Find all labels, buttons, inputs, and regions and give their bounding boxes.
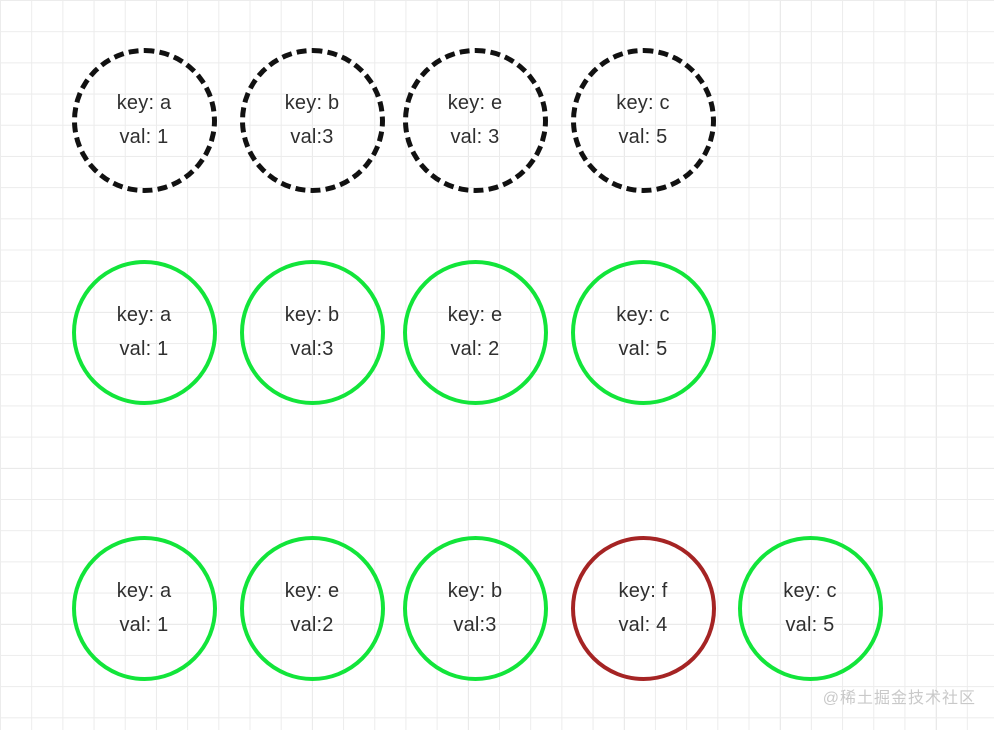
node-val-label: val: 4 bbox=[618, 614, 668, 636]
node-val-label: val:2 bbox=[290, 614, 334, 636]
node-val-label: val:3 bbox=[290, 338, 334, 360]
node-val-label: val: 1 bbox=[119, 126, 169, 148]
node-val-label: val: 1 bbox=[119, 614, 169, 636]
node-circle[interactable]: key: e val: 2 bbox=[402, 259, 548, 405]
node-key-label: key: b bbox=[284, 304, 340, 326]
node-key-label: key: f bbox=[618, 580, 668, 602]
node-val-label: val:3 bbox=[290, 126, 334, 148]
node-key-label: key: a bbox=[116, 92, 172, 114]
node-circle[interactable]: key: a val: 1 bbox=[71, 47, 217, 193]
node-val-label: val: 5 bbox=[618, 126, 668, 148]
node-circle[interactable]: key: c val: 5 bbox=[737, 535, 883, 681]
node-key-label: key: e bbox=[447, 92, 503, 114]
node-val-label: val: 1 bbox=[119, 338, 169, 360]
node-circle[interactable]: key: b val:3 bbox=[402, 535, 548, 681]
node-circle[interactable]: key: f val: 4 bbox=[570, 535, 716, 681]
node-circle[interactable]: key: b val:3 bbox=[239, 259, 385, 405]
node-val-label: val:3 bbox=[453, 614, 497, 636]
node-key-label: key: a bbox=[116, 580, 172, 602]
node-key-label: key: a bbox=[116, 304, 172, 326]
node-circle[interactable]: key: a val: 1 bbox=[71, 535, 217, 681]
node-circle[interactable]: key: c val: 5 bbox=[570, 259, 716, 405]
node-key-label: key: e bbox=[284, 580, 340, 602]
node-circle[interactable]: key: e val: 3 bbox=[402, 47, 548, 193]
node-key-label: key: c bbox=[616, 92, 670, 114]
node-key-label: key: b bbox=[447, 580, 503, 602]
node-circle[interactable]: key: a val: 1 bbox=[71, 259, 217, 405]
node-key-label: key: b bbox=[284, 92, 340, 114]
node-circle[interactable]: key: b val:3 bbox=[239, 47, 385, 193]
node-circle[interactable]: key: e val:2 bbox=[239, 535, 385, 681]
node-val-label: val: 3 bbox=[450, 126, 500, 148]
node-key-label: key: e bbox=[447, 304, 503, 326]
watermark: @稀土掘金技术社区 bbox=[822, 690, 976, 707]
node-val-label: val: 2 bbox=[450, 338, 500, 360]
node-val-label: val: 5 bbox=[785, 614, 835, 636]
node-circle[interactable]: key: c val: 5 bbox=[570, 47, 716, 193]
node-key-label: key: c bbox=[783, 580, 837, 602]
node-key-label: key: c bbox=[616, 304, 670, 326]
node-val-label: val: 5 bbox=[618, 338, 668, 360]
